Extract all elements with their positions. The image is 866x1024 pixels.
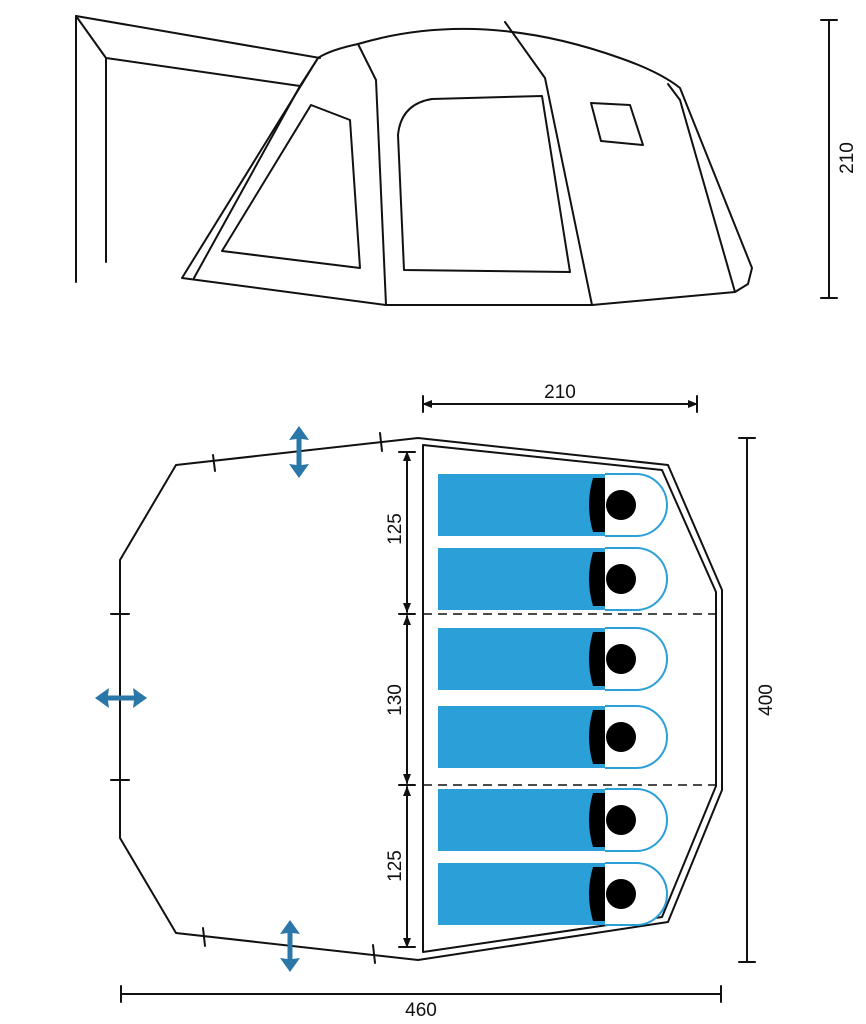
bedroom-outline: [422, 444, 717, 953]
pole-seams: [193, 21, 736, 306]
sleeping-bag-body: [438, 706, 605, 768]
compartment-dimensions: 125 130 125: [385, 451, 416, 948]
sleeping-bag-body: [438, 789, 605, 851]
sleeping-bags: [438, 473, 668, 926]
sleeping-bag: [438, 473, 668, 537]
sleeping-bag: [438, 788, 668, 852]
section-top-label: 125: [385, 513, 406, 545]
double-arrow-icon: [289, 426, 309, 478]
sleeping-bag-body: [438, 474, 605, 536]
sleeping-bag-pillow: [589, 867, 605, 921]
awning-frame: [75, 15, 321, 283]
sleeper-head: [606, 564, 636, 594]
section-bottom-label: 125: [385, 850, 406, 882]
door-arrow-top: [289, 426, 309, 478]
double-arrow-icon: [95, 688, 147, 708]
floor-plan-view: [95, 426, 723, 972]
sleeper-head: [606, 879, 636, 909]
sleeping-bag: [438, 547, 668, 611]
bedroom-depth-dimension: 210: [422, 382, 698, 413]
sleeping-bag-pillow: [589, 793, 605, 847]
double-arrow-icon: [280, 920, 300, 972]
sleeping-bag-pillow: [589, 710, 605, 764]
sleeping-bag-pillow: [589, 478, 605, 532]
total-length-dimension: 460: [120, 985, 722, 1021]
door-arrow-bottom: [280, 920, 300, 972]
section-middle-label: 130: [385, 684, 406, 716]
sleeping-bag: [438, 627, 668, 691]
sleeping-bag-body: [438, 628, 605, 690]
door-arrow-side: [95, 688, 147, 708]
total-length-label: 460: [405, 1000, 437, 1021]
sleeper-head: [606, 722, 636, 752]
sleeper-head: [606, 490, 636, 520]
outline-ticks: [110, 432, 383, 964]
height-dimension-label: 210: [837, 142, 858, 174]
side-elevation-view: [75, 15, 753, 306]
total-width-dimension: 400: [738, 437, 777, 963]
side-window: [221, 104, 361, 269]
tent-footprint-outline: [119, 437, 723, 961]
total-width-label: 400: [756, 684, 777, 716]
sleeping-bag: [438, 862, 668, 926]
sleeper-head: [606, 805, 636, 835]
room-dividers: [423, 613, 718, 786]
vent-window: [590, 102, 644, 146]
sleeping-bag-body: [438, 863, 605, 925]
bedroom-depth-label: 210: [544, 382, 576, 403]
height-dimension: 210: [820, 19, 858, 299]
sleeping-bag: [438, 705, 668, 769]
sleeper-head: [606, 644, 636, 674]
tent-body-outline: [181, 27, 753, 306]
sleeping-bag-pillow: [589, 632, 605, 686]
sleeping-bag-pillow: [589, 552, 605, 606]
door-window: [397, 95, 571, 273]
sleeping-bag-body: [438, 548, 605, 610]
